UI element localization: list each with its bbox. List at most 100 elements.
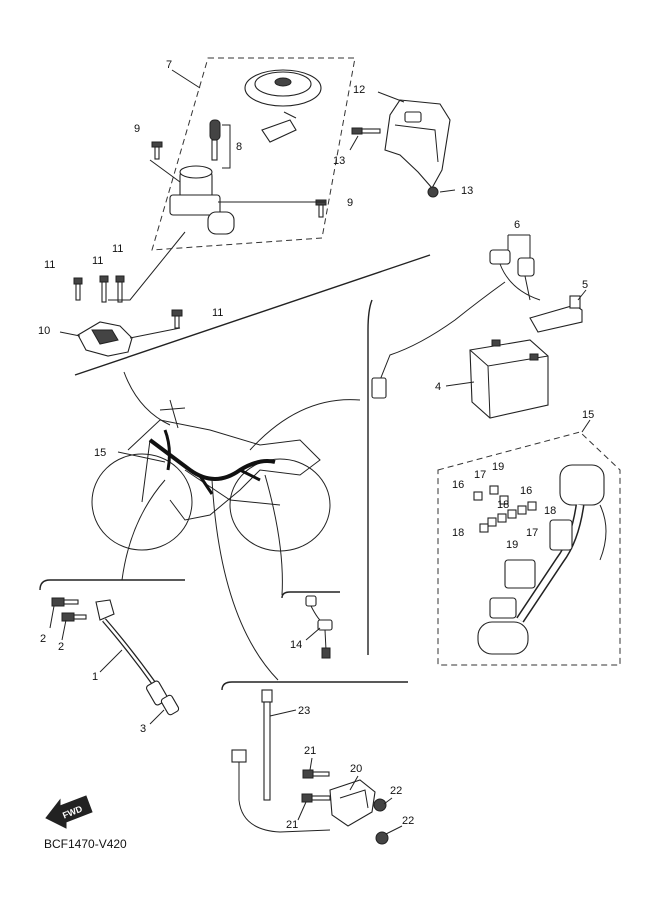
sensor-cable [51,597,180,716]
callout-21b: 21 [286,819,298,831]
diagram-code: BCF1470-V420 [44,837,127,851]
callout-22b: 22 [402,815,414,827]
battery-band [529,295,583,333]
leader-11-d [129,327,181,339]
callout-16a: 16 [452,479,464,491]
leader-15-group [581,419,591,433]
leader-10 [59,331,81,337]
callout-22a: 22 [390,785,402,797]
leader-3 [149,709,165,725]
callout-11b: 11 [92,255,103,267]
leader-22-bottom [385,825,403,835]
callout-18a: 18 [497,499,509,511]
bolt-9-left [151,141,163,160]
callout-18b: 18 [544,505,556,517]
leader-22-top [383,797,393,805]
sensor-switch [305,595,333,659]
bolt-21-top [302,769,330,779]
leader-9-left [149,159,181,183]
bolt-11-a [73,277,83,301]
screw-13-left [351,127,381,135]
callout-15b: 15 [582,409,594,421]
leader-23 [269,709,297,717]
callout-16b: 16 [520,485,532,497]
link-curve-bottom [211,479,279,681]
leader-2 [49,605,67,641]
link-curve-top [123,371,171,426]
callout-8: 8 [236,141,242,153]
bolt-11-b [99,275,109,303]
motorcycle-outline [91,399,331,552]
callout-3: 3 [140,723,146,735]
separator-bottom-left [39,579,185,591]
leader-15-bike [117,451,166,463]
callout-19a: 19 [492,461,504,473]
callout-13a: 13 [333,155,345,167]
callout-11d: 11 [212,307,223,319]
separator-right [367,299,373,655]
fuse-set [473,485,537,533]
callout-18c: 18 [452,527,464,539]
sensor-lead [231,749,331,833]
callout-17a: 17 [474,469,486,481]
callout-1: 1 [92,671,98,683]
handlebar-cover [384,99,451,189]
callout-5: 5 [582,279,588,291]
leader-11-group [108,231,186,301]
nut-22-top [373,798,387,812]
callout-10: 10 [38,325,50,337]
bolt-11-c [115,275,125,303]
nut-13-right [427,186,439,198]
callout-21a: 21 [304,745,316,757]
separator-top-left [74,254,431,376]
leader-12 [377,91,405,103]
leader-20 [349,775,359,791]
separator-small-box [281,591,340,599]
link-curve-sensor [264,474,283,596]
leader-5 [577,289,587,301]
sensor-unit [329,779,376,827]
bolt-11-d [171,309,183,329]
callout-12: 12 [353,84,365,96]
ignition-switch [169,165,235,235]
callout-15a: 15 [94,447,106,459]
bolt-9-right [315,199,327,218]
callout-2a: 2 [40,633,46,645]
callout-11c: 11 [112,243,123,255]
leader-1 [99,649,123,673]
leader-21-bottom [297,801,307,821]
fwd-arrow-icon: FWD [45,795,93,829]
fuel-cap [244,69,322,107]
cable-tie [261,689,273,801]
callout-23: 23 [298,705,310,717]
bracket-8 [222,124,231,169]
leader-14 [305,627,321,641]
group-7-outline [151,57,356,251]
group-15-outline [437,431,621,666]
link-curve-right [249,399,361,451]
callout-20: 20 [350,763,362,775]
callout-2b: 2 [58,641,64,653]
battery [469,339,549,419]
link-curve-left [121,479,166,581]
callout-13b: 13 [461,185,473,197]
separator-bottom-center [221,681,408,691]
leader-7 [171,69,201,89]
leader-13-right [439,189,456,193]
bracket-6 [507,234,531,258]
leader-21-top [309,757,313,771]
callout-9a: 9 [134,123,140,135]
ignition-key [209,119,221,161]
cap-lock-key [261,111,297,143]
wire-harness [148,429,276,495]
callout-14: 14 [290,639,302,651]
callout-11a: 11 [44,259,55,271]
callout-4: 4 [435,381,441,393]
harness-detail [477,464,607,655]
leader-4 [445,381,475,387]
bolt-21-bottom [301,793,331,803]
callout-6: 6 [514,219,520,231]
callout-9b: 9 [347,197,353,209]
nut-22-bottom [375,831,389,845]
